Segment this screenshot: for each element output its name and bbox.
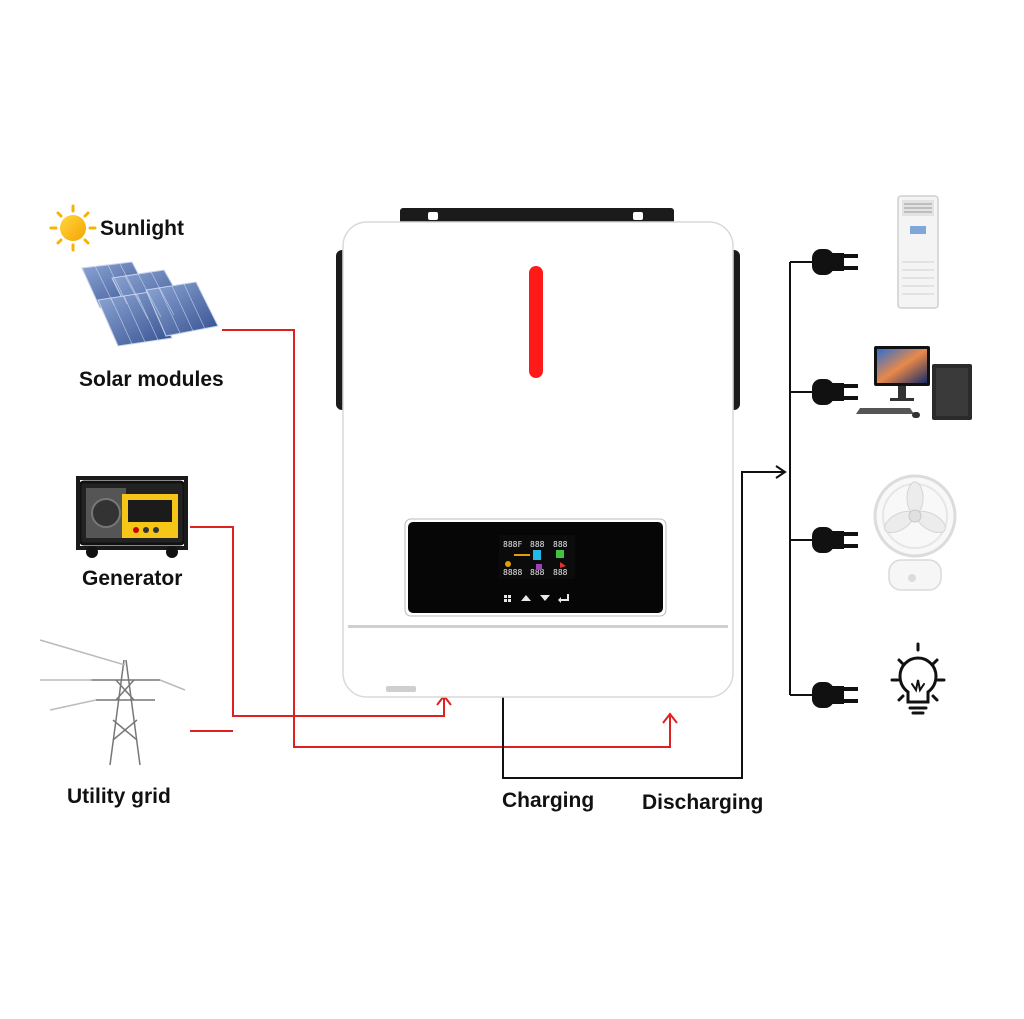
- output-lines: [502, 261, 812, 779]
- solar-panels-icon: [81, 261, 219, 347]
- display-top-left: 888F: [503, 540, 522, 549]
- solar-arrow-head: [662, 712, 678, 724]
- display-bottom-right: 888: [553, 568, 568, 577]
- solar-input-line: [222, 329, 671, 748]
- status-indicator-bar: [529, 266, 543, 378]
- plug-icon: [812, 379, 858, 405]
- lcd-buttons: [504, 594, 569, 603]
- desktop-computer-icon: [856, 346, 972, 420]
- transmission-tower-icon: [39, 639, 186, 766]
- display-bottom-middle: 888: [530, 568, 545, 577]
- inverter-unit: 888F 888 888 8888 888 888: [336, 208, 740, 698]
- generator-label: Generator: [82, 567, 183, 590]
- plug-icon: [812, 527, 858, 553]
- generator-input-line: [190, 526, 445, 717]
- utility-grid-label: Utility grid: [67, 785, 171, 808]
- up-button[interactable]: [521, 595, 531, 601]
- pv-icon: [505, 561, 511, 567]
- solar-modules-label: Solar modules: [79, 368, 224, 391]
- light-bulb-icon: [890, 642, 946, 715]
- air-conditioner-icon: [897, 195, 939, 309]
- menu-button[interactable]: [504, 595, 511, 602]
- sun-icon: [49, 204, 97, 252]
- sunlight-label: Sunlight: [100, 217, 184, 240]
- grid-status-icon: [536, 564, 542, 570]
- flow-line-icon: [514, 554, 530, 556]
- display-top-right: 888: [553, 540, 568, 549]
- plug-icon: [812, 682, 858, 708]
- lcd-panel: 888F 888 888 8888 888 888: [404, 518, 667, 617]
- desk-fan-icon: [873, 474, 957, 591]
- load-icon: [556, 550, 564, 558]
- battery-icon: [533, 550, 541, 560]
- discharging-label: Discharging: [642, 791, 764, 814]
- warning-icon: [560, 562, 566, 568]
- display-top-middle: 888: [530, 540, 545, 549]
- discharge-line: [502, 471, 784, 779]
- input-lines: [190, 329, 678, 748]
- down-button[interactable]: [540, 595, 550, 601]
- charging-label: Charging: [502, 789, 595, 812]
- generator-icon: [76, 476, 188, 558]
- discharge-arrow-head: [775, 465, 787, 479]
- enter-button[interactable]: [558, 594, 569, 603]
- display-bottom-left: 8888: [503, 568, 522, 577]
- plug-icon: [812, 249, 858, 275]
